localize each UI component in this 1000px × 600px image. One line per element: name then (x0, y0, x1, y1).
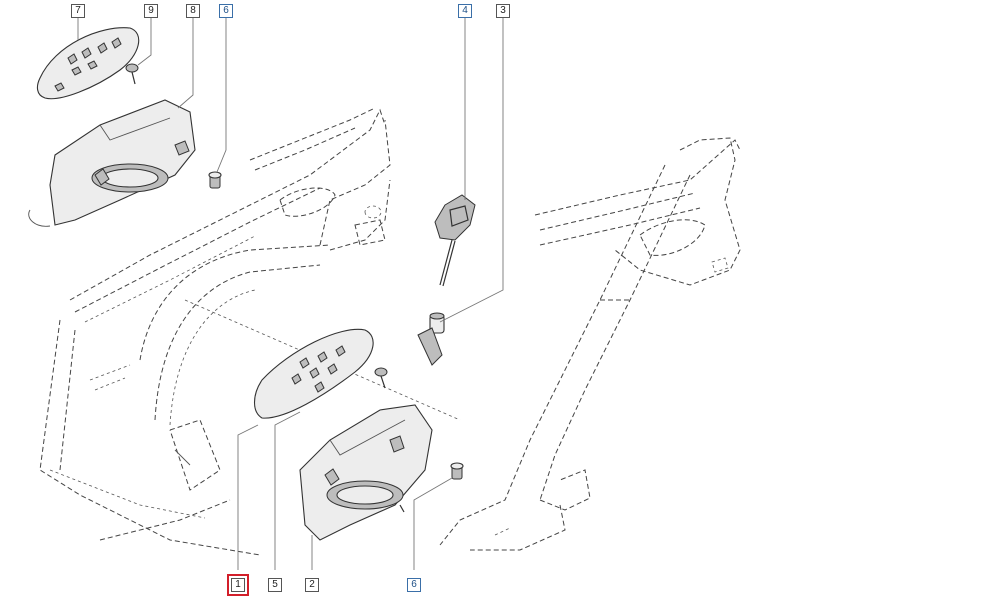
rear-body-structure-outline (439, 137, 741, 551)
part-6-clip-lower (450, 462, 464, 480)
part-6-clip-upper (208, 171, 222, 189)
part-2-housing-lower (299, 404, 433, 541)
screw-lower (374, 367, 388, 389)
callout-4[interactable]: 4 (458, 4, 472, 18)
part-5-cover-lower (253, 328, 374, 419)
part-7-cover-upper (36, 27, 140, 100)
part-9-screw-upper (125, 63, 139, 85)
callout-9[interactable]: 9 (144, 4, 158, 18)
part-8-housing-upper (28, 99, 196, 227)
leader-lines (77, 18, 504, 570)
callout-6-upper[interactable]: 6 (219, 4, 233, 18)
part-3-actuator (417, 312, 445, 366)
callout-5[interactable]: 5 (268, 578, 282, 592)
callout-8[interactable]: 8 (186, 4, 200, 18)
callout-2[interactable]: 2 (305, 578, 319, 592)
callout-1-selected[interactable]: 1 (227, 574, 249, 596)
callout-3[interactable]: 3 (496, 4, 510, 18)
callout-7[interactable]: 7 (71, 4, 85, 18)
part-4-lock-mechanism (434, 194, 476, 287)
callout-6-lower[interactable]: 6 (407, 578, 421, 592)
